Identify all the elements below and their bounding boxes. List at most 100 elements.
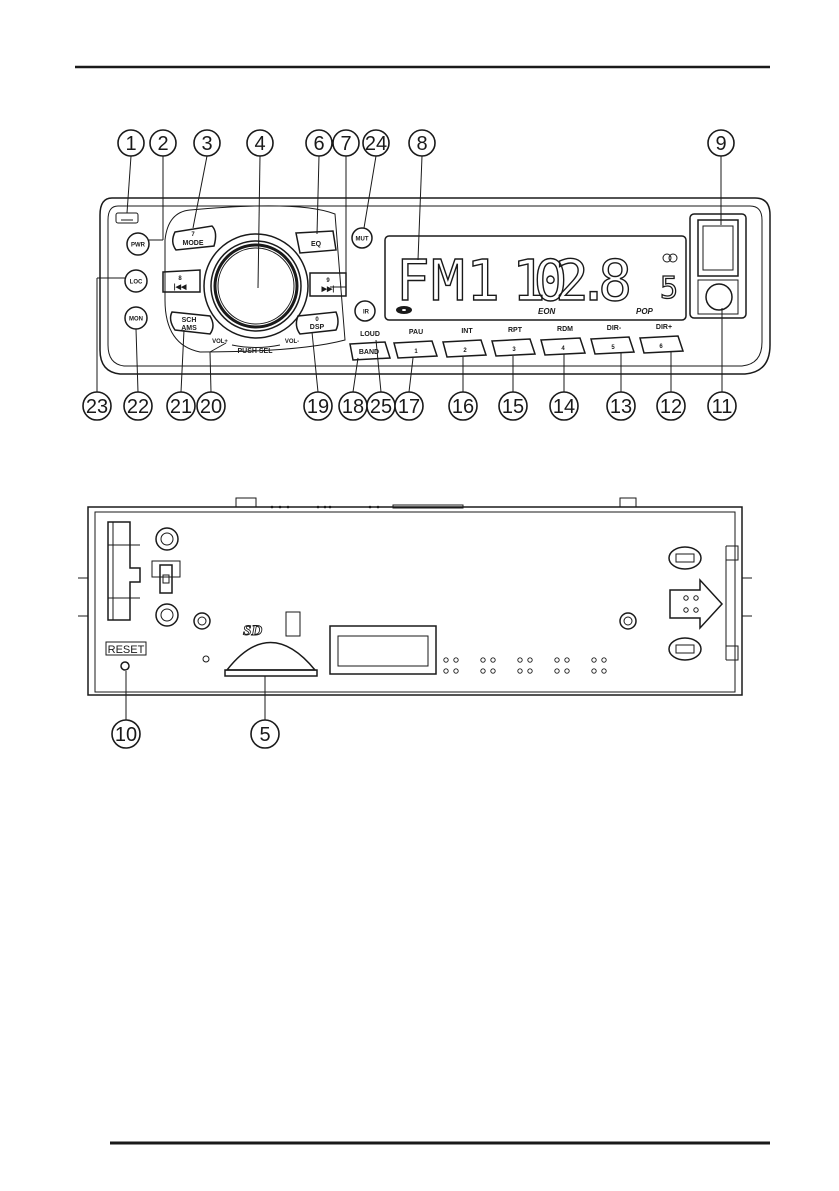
eject-icon[interactable] (115, 212, 139, 224)
stereo-icon (662, 253, 678, 263)
preset-2-button[interactable]: 2 (442, 339, 488, 358)
svg-text:19: 19 (307, 396, 329, 418)
callout-24: 24 (362, 129, 390, 157)
svg-text:9: 9 (715, 133, 726, 155)
back-panel: SD RESET (78, 497, 752, 696)
callout-4: 4 (246, 129, 274, 157)
next-button[interactable]: 9 ▶▶| (309, 272, 347, 297)
loc-button[interactable]: LOC (124, 269, 148, 293)
cd-icon (396, 306, 412, 314)
pwr-button[interactable]: PWR (126, 232, 150, 256)
preset-5-num: 5 (611, 345, 615, 351)
sd-card-slot (224, 641, 318, 677)
svg-text:10: 10 (115, 724, 137, 746)
callout-6: 6 (305, 129, 333, 157)
preset-6-label: DIR+ (656, 324, 672, 331)
mode-num: 7 (191, 232, 195, 238)
callout-15: 15 (498, 391, 528, 421)
preset-1-label: PAU (409, 329, 423, 336)
callout-13: 13 (606, 391, 636, 421)
svg-text:18: 18 (342, 396, 364, 418)
leader-lines (96, 155, 723, 720)
preset-1-num: 1 (414, 349, 418, 355)
callouts: 1 2 3 4 6 7 24 8 9 23 22 21 20 19 18 25 … (82, 129, 737, 749)
band-label: BAND (359, 349, 379, 356)
dot-grid (443, 657, 607, 674)
callout-22: 22 (123, 391, 153, 421)
svg-text:25: 25 (370, 396, 392, 418)
svg-text:7: 7 (340, 133, 351, 155)
preset-4-label: RDM (557, 326, 573, 333)
preset-6-button[interactable]: 6 (639, 335, 685, 354)
usb-port (689, 213, 747, 319)
svg-text:16: 16 (452, 396, 474, 418)
callout-18: 18 (338, 391, 368, 421)
volume-knob[interactable] (203, 233, 309, 339)
lcd-display: FM1 102.8 5 EON POP (384, 235, 687, 321)
svg-text:22: 22 (127, 396, 149, 418)
callout-14: 14 (549, 391, 579, 421)
band-button[interactable]: BAND (349, 341, 392, 361)
preset-5-button[interactable]: 5 (590, 336, 636, 355)
callout-12: 12 (656, 391, 686, 421)
svg-text:13: 13 (610, 396, 632, 418)
rear-connector (329, 625, 437, 675)
svg-text:17: 17 (398, 396, 420, 418)
svg-text:11: 11 (712, 396, 733, 418)
lcd-frequency: 102.8 (512, 249, 632, 314)
callout-16: 16 (448, 391, 478, 421)
svg-text:8: 8 (416, 133, 427, 155)
callout-10: 10 (111, 719, 141, 749)
svg-text:1: 1 (125, 133, 136, 155)
mount-bracket-bottom (668, 637, 702, 661)
callout-5: 5 (250, 719, 280, 749)
direction-arrow-icon (669, 578, 724, 630)
dsp-label: DSP (310, 324, 325, 331)
loc-label: LOC (130, 280, 143, 286)
mut-button[interactable]: MUT (351, 227, 373, 249)
lcd-band: FM1 (396, 249, 500, 314)
prev-button[interactable]: 8 |◀◀ (162, 269, 201, 293)
preset-3-label: RPT (508, 327, 523, 334)
push-sel-label: PUSH SEL (237, 348, 273, 355)
vol-minus-label: VOL- (285, 339, 299, 345)
eq-label: EQ (311, 241, 322, 248)
preset-3-num: 3 (512, 347, 516, 353)
mode-button[interactable]: 7 MODE (172, 225, 217, 251)
callout-17: 17 (394, 391, 424, 421)
svg-text:2: 2 (157, 133, 168, 155)
rca-jack-bottom (155, 603, 179, 627)
prev-icon: |◀◀ (174, 284, 187, 291)
mon-button[interactable]: MON (124, 306, 148, 330)
antenna-connector (151, 560, 181, 594)
ams-label: AMS (181, 325, 197, 332)
vol-plus-label: VOL+ (212, 339, 228, 345)
preset-1-button[interactable]: 1 (393, 340, 439, 359)
eq-button[interactable]: EQ (295, 230, 337, 254)
svg-text:15: 15 (502, 396, 524, 418)
mode-label: MODE (183, 240, 204, 247)
prev-num: 8 (178, 276, 182, 282)
sch-ams-button[interactable]: SCH AMS (169, 311, 214, 335)
callout-21: 21 (166, 391, 196, 421)
callout-19: 19 (303, 391, 333, 421)
sd-logo: SD (243, 623, 262, 639)
callout-3: 3 (193, 129, 221, 157)
svg-text:12: 12 (660, 396, 682, 418)
mon-label: MON (129, 317, 143, 323)
preset-2-label: INT (461, 328, 473, 335)
ir-sensor: IR (354, 300, 376, 322)
svg-text:3: 3 (201, 133, 212, 155)
preset-6-num: 6 (659, 344, 663, 350)
svg-text:5: 5 (259, 724, 270, 746)
rca-jack-top (155, 527, 179, 551)
preset-4-button[interactable]: 4 (540, 337, 587, 356)
reset-button[interactable] (120, 661, 130, 671)
preset-3-button[interactable]: 3 (491, 338, 537, 357)
dsp-button[interactable]: 0 DSP (295, 311, 339, 335)
svg-text:23: 23 (86, 396, 108, 418)
svg-text:4: 4 (254, 133, 265, 155)
sch-label: SCH (182, 317, 197, 324)
callout-25: 25 (366, 391, 396, 421)
mut-label: MUT (356, 237, 369, 243)
